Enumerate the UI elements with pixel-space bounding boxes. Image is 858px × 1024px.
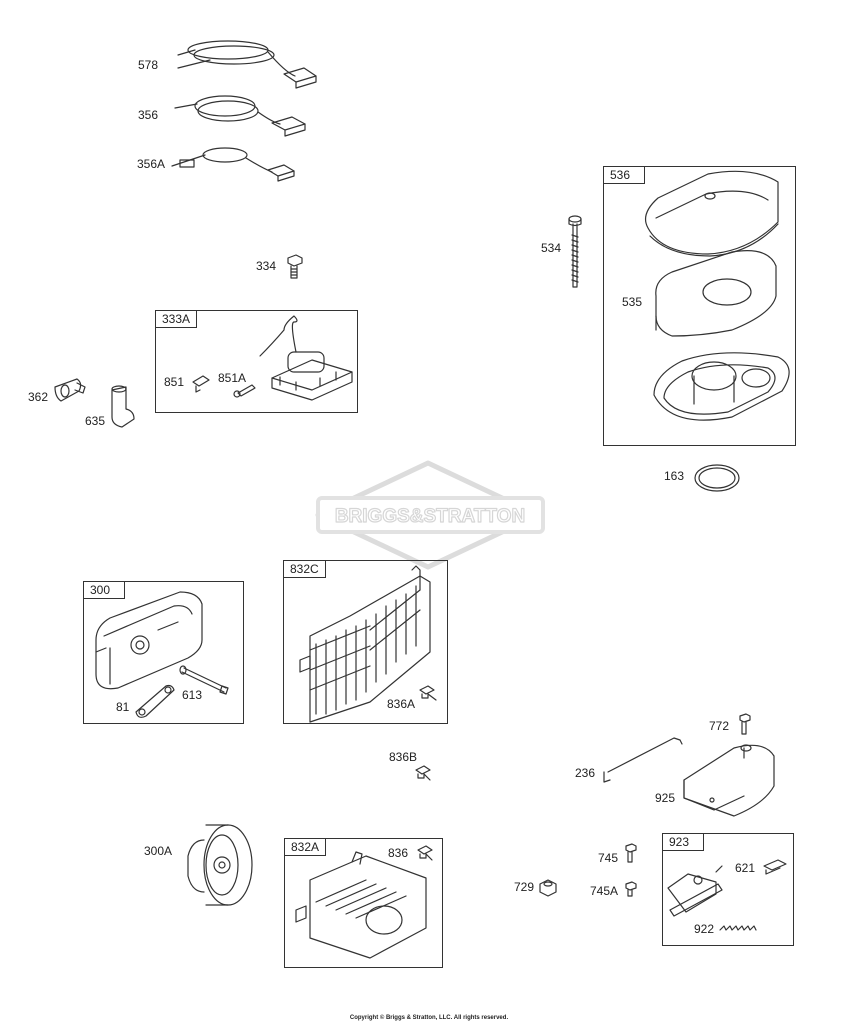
part-label-922: 922	[694, 922, 715, 936]
link-236-icon	[603, 737, 683, 783]
assembly-tag-333a: 333A	[155, 310, 198, 328]
part-label-163: 163	[664, 469, 685, 483]
part-label-236: 236	[575, 766, 596, 780]
part-label-745: 745	[598, 851, 619, 865]
watermark-logo	[315, 460, 545, 570]
spark-plug-boot-362-icon	[54, 378, 86, 402]
part-label-613: 613	[182, 688, 203, 702]
bolt-772-icon	[739, 713, 751, 735]
part-label-836b: 836B	[389, 750, 418, 764]
cover-925-icon	[683, 744, 775, 817]
bolt-745a-icon	[625, 881, 637, 897]
part-label-362: 362	[28, 390, 49, 404]
part-label-534: 534	[541, 241, 562, 255]
part-label-836a: 836A	[387, 697, 416, 711]
copyright-notice: Copyright © Briggs & Stratton, LLC. All …	[349, 1015, 509, 1021]
spark-plug-boot-635-icon	[111, 385, 135, 428]
assembly-box-536: 536	[603, 166, 796, 446]
wire-harness-578-icon	[177, 40, 317, 89]
part-label-635: 635	[85, 414, 106, 428]
governor-control-icon	[667, 865, 723, 917]
part-label-729: 729	[514, 880, 535, 894]
assembly-box-832c: 832C	[283, 560, 448, 724]
screw-851a-icon	[233, 384, 256, 398]
spring-922-icon	[719, 925, 757, 931]
assembly-box-923: 923	[662, 833, 794, 946]
assembly-tag-832a: 832A	[284, 838, 327, 856]
heat-shield-832a-icon	[295, 851, 427, 959]
assembly-tag-300: 300	[83, 581, 125, 599]
bolt-745-icon	[625, 843, 637, 863]
part-label-578: 578	[138, 58, 159, 72]
part-label-356a: 356A	[137, 157, 166, 171]
assembly-tag-923: 923	[662, 833, 704, 851]
bracket-81-icon	[135, 684, 175, 718]
screw-836b-icon	[415, 765, 431, 781]
part-label-300a: 300A	[144, 844, 173, 858]
part-label-356: 356	[138, 108, 159, 122]
part-label-851: 851	[164, 375, 185, 389]
part-label-925: 925	[655, 791, 676, 805]
air-cleaner-base-icon	[653, 352, 790, 421]
ignition-armature-icon	[259, 315, 353, 401]
part-label-772: 772	[709, 719, 730, 733]
part-label-851a: 851A	[218, 371, 247, 385]
part-label-535: 535	[622, 295, 643, 309]
air-cleaner-cover-icon	[645, 170, 779, 257]
part-label-81: 81	[116, 700, 130, 714]
screw-836a-icon	[419, 685, 437, 701]
muffler-300-icon	[95, 591, 203, 690]
assembly-tag-832c: 832C	[283, 560, 326, 578]
assembly-box-300: 300	[83, 581, 244, 724]
wire-356-icon	[174, 95, 306, 137]
screw-836-icon	[417, 845, 433, 861]
gasket-163-icon	[694, 464, 740, 492]
part-label-621: 621	[735, 861, 756, 875]
bolt-334-icon	[287, 254, 303, 279]
nut-729-icon	[539, 879, 557, 897]
part-label-745a: 745A	[590, 884, 619, 898]
air-filter-element-icon	[655, 250, 777, 337]
bolt-534-icon	[568, 215, 582, 288]
part-label-334: 334	[256, 259, 277, 273]
stud-613-icon	[179, 665, 229, 695]
clip-621-icon	[763, 859, 787, 875]
assembly-box-333a: 333A	[155, 310, 358, 413]
watermark-text: BRIGGS&STRATTON	[335, 506, 525, 527]
muffler-300a-icon	[187, 824, 253, 906]
clip-851-icon	[192, 375, 210, 393]
assembly-box-832a: 832A	[284, 838, 443, 968]
wire-356a-icon	[171, 147, 295, 182]
assembly-tag-536: 536	[603, 166, 645, 184]
heat-shield-832c-icon	[299, 565, 431, 723]
part-label-836: 836	[388, 846, 409, 860]
